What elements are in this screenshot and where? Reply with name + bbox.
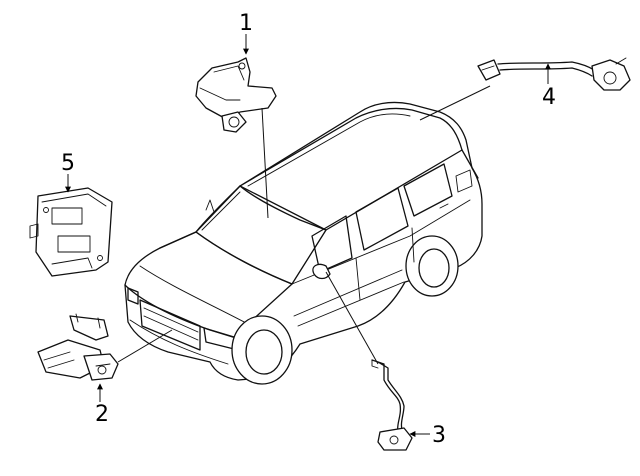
leader-line-1 [261,107,269,219]
callout-number-1: 1 [239,11,253,36]
callout-labels: 1 2 3 4 5 [61,11,556,448]
part-1-sensor-bracket [195,57,277,133]
part-2-module-bracket [37,313,119,381]
callout-number-2: 2 [95,402,109,427]
leader-line-4 [419,85,491,121]
callout-number-5: 5 [61,151,75,176]
part-5-control-unit [29,187,113,277]
leader-line-3 [325,271,379,365]
callout-number-3: 3 [432,423,446,448]
callout-number-4: 4 [542,85,556,110]
leader-line-2 [117,329,173,363]
part-4-sensor-harness [477,57,631,91]
part-3-sensor-harness [371,359,413,451]
leader-lines [117,85,491,365]
callout-arrows [65,34,551,437]
suv-vehicle-illustration [124,101,483,385]
